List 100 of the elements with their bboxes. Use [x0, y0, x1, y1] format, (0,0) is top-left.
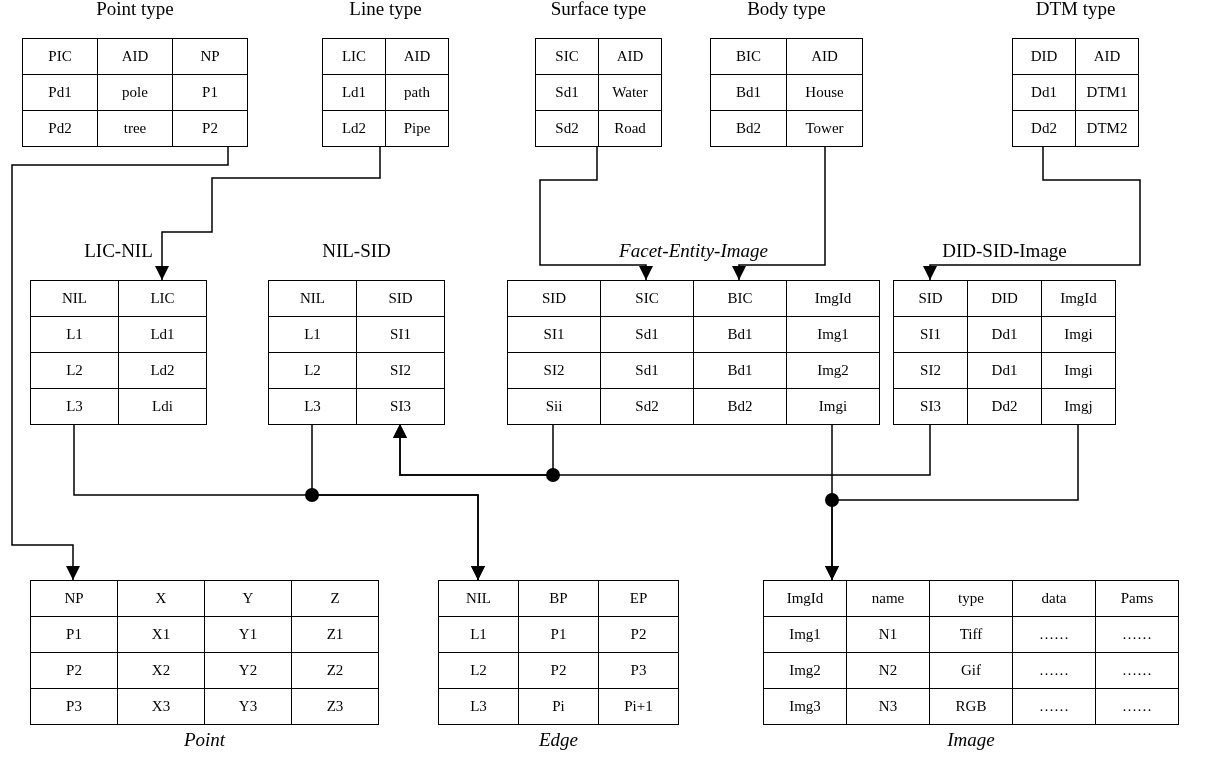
table-cell: EP	[599, 581, 679, 617]
table-cell: tree	[98, 111, 173, 147]
table-title: Point	[183, 729, 226, 751]
table-cell: Tiff	[930, 617, 1013, 653]
table-cell: Sd1	[601, 353, 694, 389]
table-cell: ……	[1096, 689, 1179, 725]
table-cell: SIC	[536, 39, 599, 75]
table-title: Point type	[96, 0, 174, 20]
table-title: NIL-SID	[322, 240, 391, 262]
table-cell: N2	[847, 653, 930, 689]
table-cell: Imgi	[787, 389, 880, 425]
table-cell: House	[787, 75, 863, 111]
table-cell: Z3	[292, 689, 379, 725]
table-cell: P1	[31, 617, 118, 653]
table-cell: SI1	[357, 317, 445, 353]
table-cell: P2	[31, 653, 118, 689]
table-cell: LIC	[119, 281, 207, 317]
table-cell: Ld1	[323, 75, 386, 111]
arrow	[732, 145, 826, 281]
table-cell: DTM1	[1076, 75, 1139, 111]
arrow	[311, 423, 485, 581]
table-title: DID-SID-Image	[942, 240, 1067, 262]
table-cell: ……	[1013, 653, 1096, 689]
table-cell: X1	[118, 617, 205, 653]
table-cell: Sii	[508, 389, 601, 425]
table-cell: AID	[599, 39, 662, 75]
table-cell: SI1	[894, 317, 968, 353]
table-cell: RGB	[930, 689, 1013, 725]
table-title: Facet-Entity-Image	[619, 240, 768, 262]
table-title: Image	[947, 729, 995, 751]
table-cell: Dd2	[968, 389, 1042, 425]
table-cell: Img1	[764, 617, 847, 653]
table-cell: SI2	[508, 353, 601, 389]
table-cell: P1	[519, 617, 599, 653]
table-cell: P2	[599, 617, 679, 653]
table-cell: P2	[173, 111, 248, 147]
table-cell: Ld1	[119, 317, 207, 353]
table-cell: Road	[599, 111, 662, 147]
table-cell: Ldi	[119, 389, 207, 425]
table-cell: Dd1	[968, 317, 1042, 353]
table-cell: SI3	[357, 389, 445, 425]
table-cell: BIC	[694, 281, 787, 317]
table-title: Body type	[747, 0, 826, 20]
table-cell: SID	[357, 281, 445, 317]
table-cell: Sd2	[601, 389, 694, 425]
table-cell: Img1	[787, 317, 880, 353]
table-cell: Imgi	[1042, 353, 1116, 389]
table-cell: P3	[31, 689, 118, 725]
arrow	[825, 423, 1079, 581]
table-cell: P1	[173, 75, 248, 111]
table-cell: Ld2	[323, 111, 386, 147]
table-cell: DTM2	[1076, 111, 1139, 147]
table-cell: DID	[968, 281, 1042, 317]
table-cell: Z1	[292, 617, 379, 653]
table-cell: LIC	[323, 39, 386, 75]
table-cell: NP	[173, 39, 248, 75]
arrow	[155, 145, 381, 281]
table-cell: Sd1	[536, 75, 599, 111]
table-cell: X	[118, 581, 205, 617]
table-cell: SI2	[357, 353, 445, 389]
table-cell: Bd1	[694, 317, 787, 353]
table-cell: Sd1	[601, 317, 694, 353]
table-cell: L3	[269, 389, 357, 425]
table-cell: BIC	[711, 39, 787, 75]
table-cell: AID	[1076, 39, 1139, 75]
table-cell: Ld2	[119, 353, 207, 389]
table-cell: L3	[31, 389, 119, 425]
table-cell: type	[930, 581, 1013, 617]
table-cell: PIC	[23, 39, 98, 75]
table-cell: ImgId	[764, 581, 847, 617]
table-cell: Bd1	[711, 75, 787, 111]
table-cell: Imgj	[1042, 389, 1116, 425]
table-cell: AID	[386, 39, 449, 75]
table-cell: NP	[31, 581, 118, 617]
table-cell: NIL	[439, 581, 519, 617]
table-cell: BP	[519, 581, 599, 617]
arrow	[923, 145, 1141, 281]
table-cell: Img2	[787, 353, 880, 389]
table-cell: Water	[599, 75, 662, 111]
table-title: DTM type	[1035, 0, 1116, 20]
table-cell: data	[1013, 581, 1096, 617]
table-cell: Z2	[292, 653, 379, 689]
table-cell: SID	[508, 281, 601, 317]
table-cell: Dd2	[1013, 111, 1076, 147]
table-cell: Img3	[764, 689, 847, 725]
table-cell: Bd2	[694, 389, 787, 425]
table-cell: L2	[439, 653, 519, 689]
table-cell: P2	[519, 653, 599, 689]
table-cell: ……	[1013, 689, 1096, 725]
table-cell: Y1	[205, 617, 292, 653]
table-cell: Pipe	[386, 111, 449, 147]
table-cell: P3	[599, 653, 679, 689]
table-cell: L1	[439, 617, 519, 653]
table-cell: Pd2	[23, 111, 98, 147]
table-cell: Tower	[787, 111, 863, 147]
arrow	[393, 423, 931, 476]
table-cell: pole	[98, 75, 173, 111]
table-cell: SI2	[894, 353, 968, 389]
table-cell: X2	[118, 653, 205, 689]
table-cell: ImgId	[787, 281, 880, 317]
